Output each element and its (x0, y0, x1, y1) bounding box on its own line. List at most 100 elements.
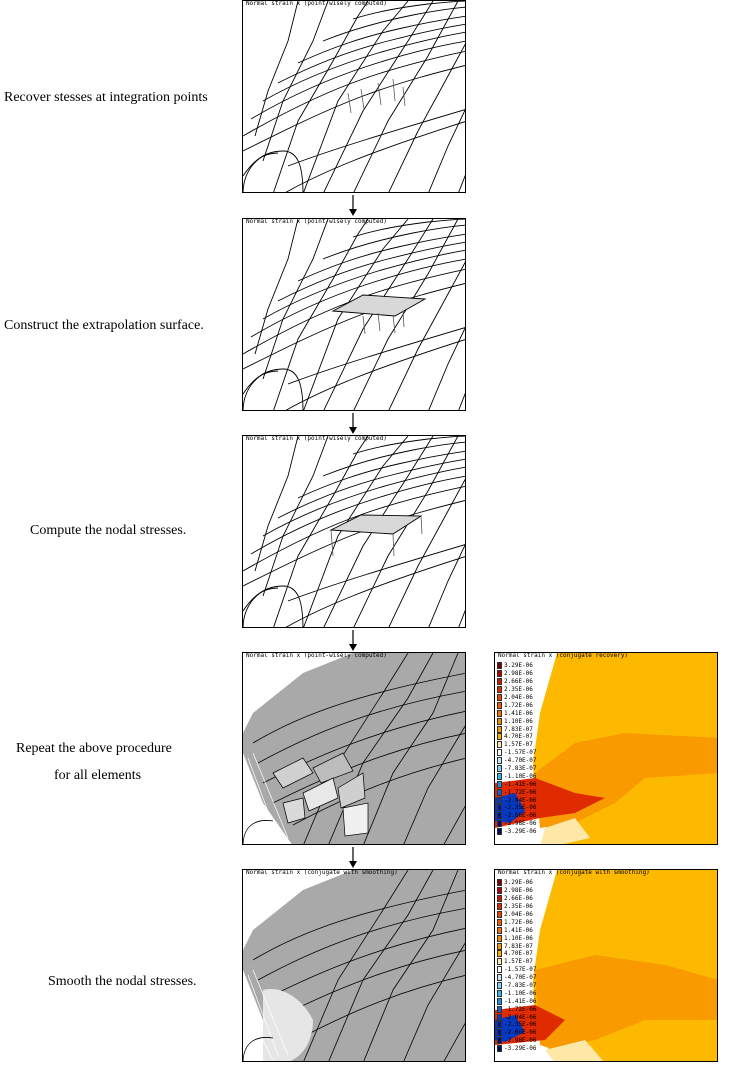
legend-label: -2.66E-06 (504, 1029, 537, 1037)
legend-swatch (497, 725, 502, 733)
legend-swatch (497, 966, 502, 974)
legend-entry: 7.83E-07 (497, 725, 537, 733)
legend-entry: -1.41E-06 (497, 780, 537, 788)
legend-entry: -4.70E-07 (497, 757, 537, 765)
mesh-panel-extrapolation-surface: Normal strain x (point-wisely computed) (242, 218, 466, 411)
legend-swatch (497, 926, 502, 934)
legend-label: 1.72E-06 (504, 918, 533, 926)
legend-entry: -1.41E-06 (497, 997, 537, 1005)
legend-swatch (497, 662, 502, 670)
mesh-panel-nodal-stresses: Normal strain x (point-wisely computed) (242, 435, 466, 628)
legend-entry: -7.83E-07 (497, 982, 537, 990)
legend-swatch (497, 788, 502, 796)
panel-caption: Normal strain x (point-wisely computed) (246, 435, 387, 442)
mesh-panel-integration-points: Normal strain x (point-wisely computed) (242, 0, 466, 193)
legend-swatch (497, 918, 502, 926)
legend-label: -1.41E-06 (504, 997, 537, 1005)
mesh-lines (243, 1, 465, 192)
mesh-svg (243, 436, 465, 627)
legend-label: -1.10E-06 (504, 989, 537, 997)
step-4-label-line-1: Repeat the above procedure (16, 741, 172, 756)
legend-swatch (497, 879, 502, 887)
legend-label: -3.29E-06 (504, 1045, 537, 1053)
contour-light-region (540, 818, 590, 844)
legend-label: 1.57E-07 (504, 958, 533, 966)
integration-point-markers (347, 78, 406, 114)
legend-label: 2.66E-06 (504, 895, 533, 903)
legend-label: 3.29E-06 (504, 879, 533, 887)
legend-label: -2.98E-06 (504, 820, 537, 828)
legend-swatch (497, 903, 502, 911)
shaded-surface-svg (243, 653, 465, 844)
legend-entry: -2.04E-06 (497, 1013, 537, 1021)
legend-label: -2.98E-06 (504, 1037, 537, 1045)
legend-entry: 2.04E-06 (497, 694, 537, 702)
legend-label: 1.41E-06 (504, 926, 533, 934)
down-arrow-4 (349, 847, 357, 868)
panel-caption: Normal strain x (conjugate with smoothin… (498, 869, 650, 876)
legend-swatch (497, 717, 502, 725)
legend-swatch (497, 701, 502, 709)
legend-label: -2.66E-06 (504, 812, 537, 820)
extrapolation-posts (362, 310, 405, 335)
legend-entry: 1.72E-06 (497, 918, 537, 926)
legend-swatch (497, 670, 502, 678)
legend-label: 1.57E-07 (504, 741, 533, 749)
legend-swatch (497, 694, 502, 701)
step-5-label: Smooth the nodal stresses. (48, 974, 197, 989)
down-arrow-1 (349, 195, 357, 216)
down-arrow-2 (349, 413, 357, 434)
legend-label: 2.66E-06 (504, 678, 533, 686)
legend-swatch (497, 749, 502, 757)
legend-entry: -2.98E-06 (497, 820, 537, 828)
panel-caption: Normal strain x (point-wisely computed) (246, 0, 387, 7)
legend-swatch (497, 958, 502, 966)
legend-swatch (497, 678, 502, 686)
legend-entry: -1.57E-07 (497, 749, 537, 757)
legend-label: -1.72E-06 (504, 1005, 537, 1013)
panel-caption: Normal strain x (point-wisely computed) (246, 652, 387, 659)
legend-entry: 4.70E-07 (497, 733, 537, 741)
legend-label: -4.70E-07 (504, 974, 537, 982)
legend-entry: 2.35E-06 (497, 903, 537, 911)
legend-entry: 2.98E-06 (497, 670, 537, 678)
hole-mesh (243, 969, 289, 1061)
contour-svg (495, 653, 717, 844)
legend-swatch (497, 828, 502, 836)
legend-entry: -1.72E-06 (497, 1005, 537, 1013)
legend-swatch (497, 772, 502, 780)
legend-entry: 1.10E-06 (497, 717, 537, 725)
legend-swatch (497, 887, 502, 895)
legend-label: -1.57E-07 (504, 966, 537, 974)
contour-hot-region (495, 778, 605, 828)
contour-light-region (545, 1040, 604, 1061)
legend-swatch (497, 934, 502, 942)
legend-label: -2.35E-06 (504, 1021, 537, 1029)
legend-swatch (497, 709, 502, 717)
legend-label: -2.04E-06 (504, 796, 537, 804)
smoothed-highlight (263, 989, 313, 1061)
shaded-surface-svg (243, 870, 465, 1061)
legend-entry: 4.70E-07 (497, 950, 537, 958)
legend-entry: 7.83E-07 (497, 942, 537, 950)
legend-swatch (497, 911, 502, 918)
legend-entry: -2.35E-06 (497, 1021, 537, 1029)
legend-swatch (497, 950, 502, 958)
legend-label: -2.04E-06 (504, 1013, 537, 1021)
panel-caption: Normal strain x (point-wisely computed) (246, 218, 387, 225)
legend-entry: 1.72E-06 (497, 701, 537, 709)
legend-swatch (497, 757, 502, 765)
legend-entry: -2.66E-06 (497, 1029, 537, 1037)
contour-cool-region (495, 793, 525, 823)
legend-swatch (497, 733, 502, 741)
legend-label: -4.70E-07 (504, 757, 537, 765)
legend-entry: -1.10E-06 (497, 989, 537, 997)
step-4-label-line-2: for all elements (54, 768, 142, 783)
legend-swatch (497, 997, 502, 1005)
legend-swatch (497, 942, 502, 950)
contour-panel-conjugate-smoothing: Normal strain x (conjugate with smoothin… (494, 869, 718, 1062)
legend-entry: 1.10E-06 (497, 934, 537, 942)
contour-svg (495, 870, 717, 1061)
legend-swatch (497, 820, 502, 828)
